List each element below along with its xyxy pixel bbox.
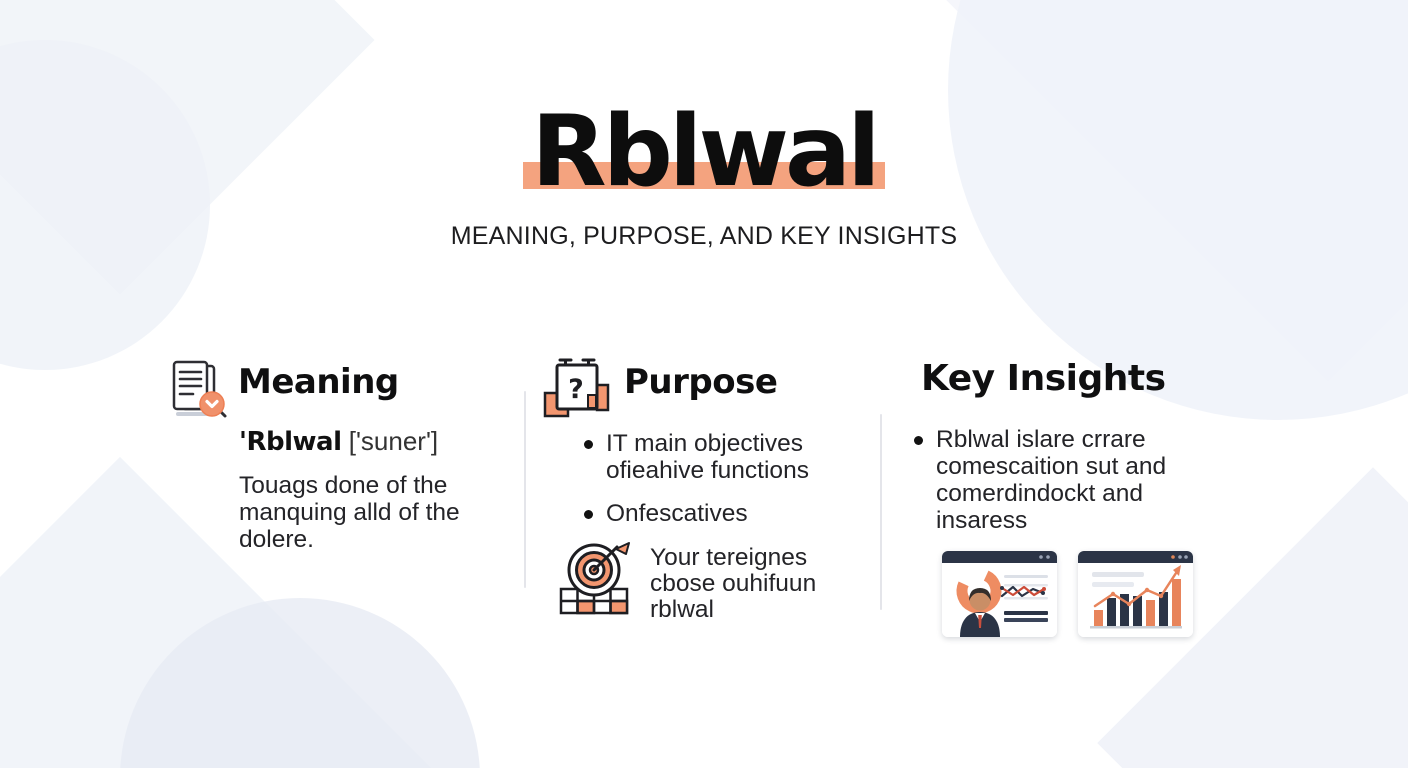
meaning-term-line: 'Rblwal ['suner'] xyxy=(239,426,438,457)
purpose-callout-text: Your tereignes cbose ouhifuun rblwal xyxy=(650,544,817,623)
calendar-question-icon: ? xyxy=(543,358,610,418)
purpose-bullet-2-text: Onfescatives xyxy=(606,500,748,527)
bullet-dot xyxy=(914,436,923,445)
analytics-profile-graphic xyxy=(942,551,1057,637)
key-insights-bullet: Rblwal islare crrare comescaition sut an… xyxy=(914,426,1204,534)
meaning-term: 'Rblwal xyxy=(239,427,342,457)
key-insights-bullet-text: Rblwal islare crrare comescaition sut an… xyxy=(936,426,1167,534)
bar-chart-thumbnail xyxy=(1078,551,1193,637)
bar-chart-graphic xyxy=(1078,551,1193,637)
purpose-bullet-2: Onfescatives xyxy=(584,500,854,527)
title-highlight-bar xyxy=(523,161,885,189)
page-title: Rblwal xyxy=(523,101,885,204)
purpose-bullet-list: IT main objectives ofieahive functions O… xyxy=(584,430,854,527)
meaning-phonetic: ['suner'] xyxy=(348,426,439,456)
target-arrow-icon xyxy=(559,542,630,615)
bullet-dot xyxy=(584,510,593,519)
analytics-profile-thumbnail xyxy=(942,551,1057,637)
column-divider-2 xyxy=(880,414,882,610)
bullet-dot xyxy=(584,440,593,449)
key-insights-heading: Key Insights xyxy=(921,358,1166,399)
purpose-bullet-1-text: IT main objectives ofieahive functions xyxy=(606,430,809,484)
document-check-icon xyxy=(172,360,227,418)
purpose-heading: Purpose xyxy=(624,362,778,402)
meaning-body: Touags done of the manquing alld of the … xyxy=(239,472,460,553)
page-subtitle: MEANING, PURPOSE, AND KEY INSIGHTS xyxy=(450,222,958,250)
meaning-heading: Meaning xyxy=(238,362,399,402)
key-insights-thumbnails xyxy=(942,551,1193,637)
purpose-bullet-1: IT main objectives ofieahive functions xyxy=(584,430,854,484)
svg-text:?: ? xyxy=(568,374,584,405)
column-divider-1 xyxy=(524,391,526,588)
